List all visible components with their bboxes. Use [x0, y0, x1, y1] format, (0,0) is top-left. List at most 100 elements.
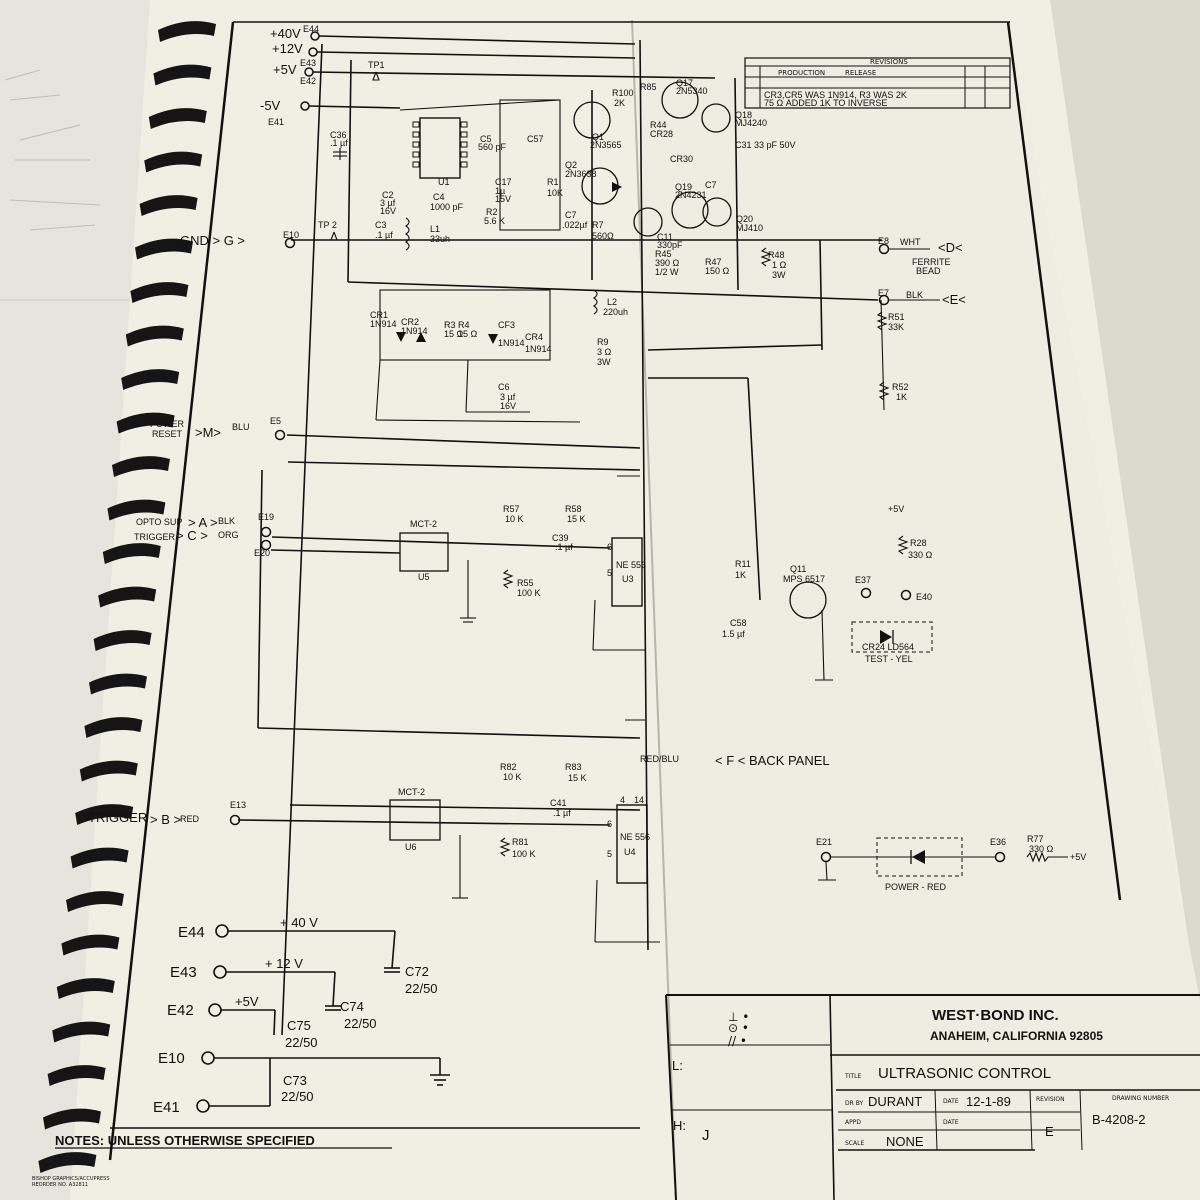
- binding-loop: [66, 891, 124, 912]
- r-net-cr: CR28: [650, 129, 673, 139]
- e37-label: E37: [855, 575, 871, 585]
- c5-label: C5: [480, 134, 492, 144]
- r52-label: R52: [892, 382, 909, 392]
- test-yel-label: TEST - YEL: [865, 654, 913, 664]
- bypass-40v-label: + 40 V: [280, 915, 318, 930]
- q19-part: 2N4231: [675, 190, 707, 200]
- q1-label: Q1: [592, 132, 604, 142]
- r100-label: R100: [612, 88, 634, 98]
- c-connector-label: > C >: [176, 528, 208, 543]
- revisions-production-header: PRODUCTION: [778, 69, 825, 77]
- r45-value: 390 Ω: [655, 258, 680, 268]
- e41-bypass-label: E41: [153, 1099, 180, 1116]
- c5-value: 560 pF: [478, 142, 507, 152]
- c41-value: .1 µf: [553, 808, 571, 818]
- r47-value: 150 Ω: [705, 266, 730, 276]
- u4-pin6: 6: [607, 819, 612, 829]
- fold-line: [631, 19, 677, 1200]
- c6-value: 3 µf: [500, 392, 516, 402]
- tp1-label: TP1: [368, 60, 385, 70]
- b-connector-label: > B >: [150, 812, 181, 827]
- power-led-section: E21 POWER - RED E36 R77 330 Ω +5V: [816, 834, 1086, 892]
- r1-label: R1: [547, 177, 559, 187]
- drawn-by-value: DURANT: [868, 1094, 922, 1109]
- c36-value: .1 µf: [330, 138, 348, 148]
- r85-label: R85: [640, 82, 657, 92]
- u1-label: U1: [438, 177, 450, 187]
- c11-label: C11: [657, 232, 673, 242]
- cr-label: CR30: [670, 154, 693, 164]
- date-field-label-2: DATE: [943, 1119, 959, 1126]
- cr3-part: 1N914: [498, 338, 525, 348]
- rail-pad-e42: E42: [300, 76, 316, 86]
- c7-value: .022µf: [562, 220, 588, 230]
- e36-label: E36: [990, 837, 1006, 847]
- cr24-label: CR24 LD564: [862, 642, 914, 652]
- r11-value: 1K: [735, 570, 746, 580]
- c58-label: C58: [730, 618, 747, 628]
- c41-label: C41: [550, 798, 567, 808]
- title-block: ⊥ • ⊙ • // • L: H: J WEST·BOND INC. ANAH…: [665, 994, 1200, 1200]
- r52-value: 1K: [896, 392, 907, 402]
- e44-label: E44: [178, 924, 205, 941]
- q18-part: MJ4240: [735, 118, 767, 128]
- e10-bypass-label: E10: [158, 1050, 185, 1067]
- c75-value: 22/50: [285, 1035, 318, 1050]
- r4-value: 15 Ω: [458, 329, 478, 339]
- printer-credit-2: REORDER NO. A32811: [32, 1182, 88, 1188]
- c73-value: 22/50: [281, 1089, 314, 1104]
- binding-loop: [158, 21, 216, 42]
- c17-label: C17: [495, 177, 512, 187]
- power-red-label: POWER - RED: [885, 882, 947, 892]
- binding-loop: [153, 64, 212, 86]
- u4-pin14: 14: [634, 795, 644, 805]
- r9-label: R9: [597, 337, 609, 347]
- r83-value: 15 K: [568, 773, 587, 783]
- f-wire-color: RED/BLU: [640, 754, 679, 764]
- revisions-note-2: 75 Ω ADDED 1K TO INVERSE: [764, 98, 887, 108]
- e40-label: E40: [916, 592, 932, 602]
- rail-pad-e41: E41: [268, 117, 284, 127]
- c2-voltage: 16V: [380, 206, 396, 216]
- q17-label: Q17: [676, 78, 693, 88]
- rail-label-5v: +5V: [273, 62, 297, 77]
- e13-label: E13: [230, 800, 246, 810]
- tp2-label: TP 2: [318, 220, 337, 230]
- e19-label: E19: [258, 512, 274, 522]
- r11-label: R11: [735, 559, 751, 569]
- binding-loop: [98, 586, 157, 608]
- date-field-label: DATE: [943, 1098, 959, 1105]
- symbol-legend-ground: ⊥ •: [728, 1010, 749, 1024]
- r77-value: 330 Ω: [1029, 844, 1054, 854]
- r48-label: R48: [768, 250, 785, 260]
- r57-label: R57: [503, 504, 520, 514]
- l1-value: 33uh: [430, 234, 450, 244]
- binding-loop: [79, 760, 138, 782]
- e21-label: E21: [816, 837, 832, 847]
- input-section-1: POWER RESET >M> BLU E5 OPTO SUP > A > BL…: [134, 416, 646, 623]
- r2-value: 5.6 K: [484, 216, 505, 226]
- test-led-section: R11 1K Q11 MPS 6517 C58 1.5 µf E37 +5V R…: [722, 504, 933, 681]
- cr4-part: 1N914: [525, 344, 552, 354]
- ic-u1: U1: [412, 117, 468, 187]
- u4-pin5: 5: [607, 849, 612, 859]
- c3-value: .1 µf: [375, 230, 393, 240]
- c58-value: 1.5 µf: [722, 629, 745, 639]
- mct2-u5-label: MCT-2: [410, 519, 437, 529]
- binding-loop: [93, 630, 152, 651]
- f-connector-label: < F < BACK PANEL: [715, 753, 830, 768]
- binding-loop: [139, 195, 198, 216]
- q2-part: 2N3638: [565, 169, 597, 179]
- u5-label: U5: [418, 572, 430, 582]
- r28-label: R28: [910, 538, 927, 548]
- bypass-caps: E44 + 40 V C72 22/50 E43 + 12 V C74 22/5…: [153, 915, 450, 1116]
- drawing-number-field-label: DRAWING NUMBER: [1112, 1095, 1169, 1102]
- input-section-2: RED/BLU < F < BACK PANEL TRIGGER > B > R…: [88, 753, 830, 899]
- r57-value: 10 K: [505, 514, 524, 524]
- r9-value: 3 Ω: [597, 347, 612, 357]
- printer-credit-1: BISHOP GRAPHICS/ACCUPRESS: [32, 1176, 110, 1182]
- m-wire-color: BLU: [232, 422, 250, 432]
- q18-label: Q18: [735, 110, 752, 120]
- r55-value: 100 K: [517, 588, 541, 598]
